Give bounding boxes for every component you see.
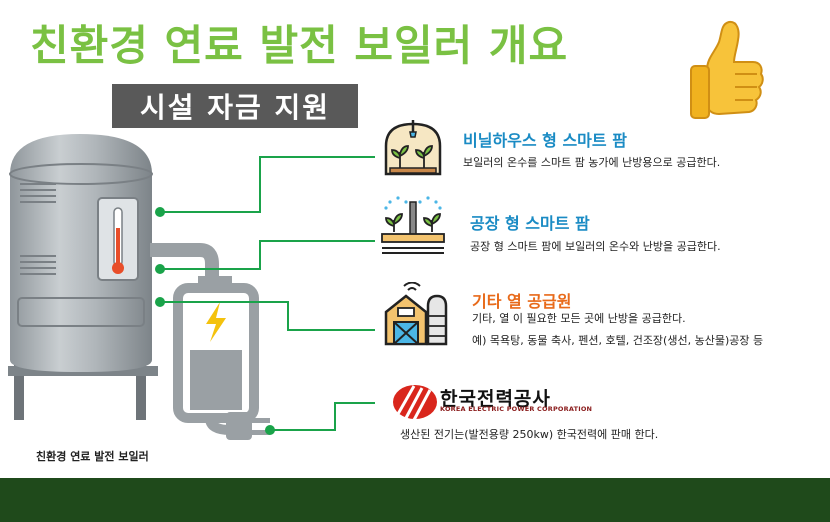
footer-bar: [0, 478, 830, 522]
section-desc-greenhouse: 보일러의 온수를 스마트 팜 농가에 난방용으로 공급한다.: [463, 156, 721, 169]
subsidy-label: 시설 자금 지원: [112, 84, 358, 128]
sprinkler-field-icon: [381, 196, 445, 254]
connector-lines: [155, 156, 375, 435]
kepco-name-ko: 한국전력공사: [440, 388, 551, 410]
thumbs-up-icon: [690, 20, 764, 119]
kepco-name-en: KOREA ELECTRIC POWER CORPORATION: [440, 405, 593, 413]
section-title-other: 기타 열 공급원: [472, 292, 572, 311]
boiler-caption: 친환경 연료 발전 보일러: [36, 450, 149, 463]
battery-plug-illustration: [150, 243, 270, 440]
section-desc-other-1: 기타, 열 이 필요한 모든 곳에 난방을 공급한다.: [472, 312, 686, 325]
section-desc-factory: 공장 형 스마트 팜에 보일러의 온수와 난방을 공급한다.: [470, 240, 721, 253]
kepco-logo-icon: [393, 385, 437, 420]
page-title: 친환경 연료 발전 보일러 개요: [30, 21, 569, 70]
section-title-greenhouse: 비닐하우스 형 스마트 팜: [463, 131, 627, 150]
section-desc-other-2: 예) 목욕탕, 동물 축사, 펜션, 호텔, 건조장(생선, 농산물)공장 등: [472, 334, 764, 347]
section-title-factory: 공장 형 스마트 팜: [470, 214, 590, 233]
greenhouse-icon: [384, 120, 442, 176]
barn-silo-icon: [384, 282, 448, 346]
boiler-illustration: [8, 134, 158, 420]
kepco-desc: 생산된 전기는(발전용량 250kw) 한국전력에 판매 한다.: [400, 428, 659, 441]
